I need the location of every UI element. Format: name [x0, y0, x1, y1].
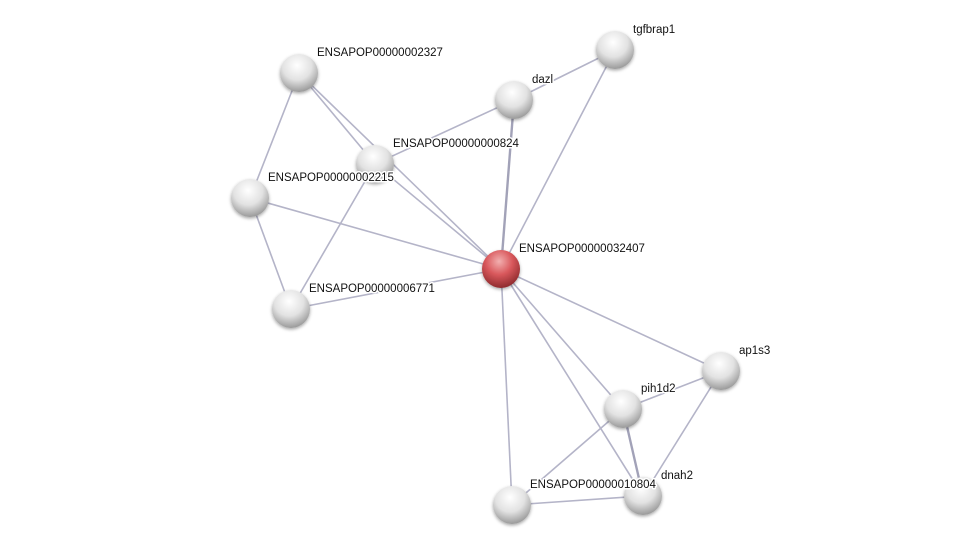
node-n32407[interactable]	[482, 250, 520, 288]
node-label: dazl	[532, 74, 553, 86]
node-label: pih1d2	[641, 383, 676, 395]
node-ap1s3[interactable]	[702, 352, 740, 390]
node-n2327[interactable]	[280, 54, 318, 92]
edge-n0824-n32407[interactable]	[374, 163, 502, 270]
node-label: tgfbrap1	[633, 24, 675, 36]
node-label: ENSAPOP00000006771	[309, 283, 435, 295]
node-label: ap1s3	[739, 345, 770, 357]
node-label: ENSAPOP00000010804	[530, 479, 657, 491]
edge-n10804-dnah2[interactable]	[511, 495, 644, 506]
edge-n32407-dnah2[interactable]	[500, 268, 644, 497]
node-n10804[interactable]	[493, 486, 531, 524]
edge-pih1d2-n10804[interactable]	[511, 408, 624, 506]
edge-ap1s3-dnah2[interactable]	[642, 370, 722, 497]
node-dazl[interactable]	[495, 81, 533, 119]
node-label: dnah2	[661, 470, 693, 482]
node-label: ENSAPOP00000002215	[268, 172, 394, 184]
edge-n2215-n6771[interactable]	[249, 197, 292, 310]
edge-n0824-n6771[interactable]	[290, 163, 376, 310]
edge-n2215-n32407[interactable]	[249, 197, 502, 270]
node-label: ENSAPOP00000000824	[393, 138, 520, 150]
edge-n32407-pih1d2[interactable]	[500, 268, 624, 410]
edge-tgfbrap1-n32407[interactable]	[500, 49, 616, 270]
labels-layer: ENSAPOP00000002327 tgfbrap1 dazlENSAPOP000…	[267, 23, 772, 493]
node-pih1d2[interactable]	[604, 390, 642, 428]
edge-n32407-ap1s3[interactable]	[500, 268, 722, 372]
edge-n2327-n0824[interactable]	[298, 72, 376, 165]
edges-layer	[249, 49, 722, 506]
edge-n32407-n10804[interactable]	[500, 268, 513, 506]
node-label: ENSAPOP00000032407	[519, 243, 645, 255]
node-n6771[interactable]	[272, 290, 310, 328]
edge-n0824-dazl[interactable]	[374, 99, 515, 165]
node-dnah2[interactable]	[624, 477, 662, 515]
node-n2215[interactable]	[231, 179, 269, 217]
edge-dazl-n32407[interactable]	[499, 99, 516, 270]
edge-n2327-n32407[interactable]	[298, 72, 502, 270]
node-label: ENSAPOP00000002327	[317, 47, 443, 59]
node-tgfbrap1[interactable]	[596, 31, 634, 69]
edge-n2327-n2215[interactable]	[249, 72, 300, 199]
edge-n6771-n32407[interactable]	[290, 268, 502, 310]
node-n0824[interactable]	[356, 145, 394, 183]
nodes-layer	[231, 31, 740, 524]
